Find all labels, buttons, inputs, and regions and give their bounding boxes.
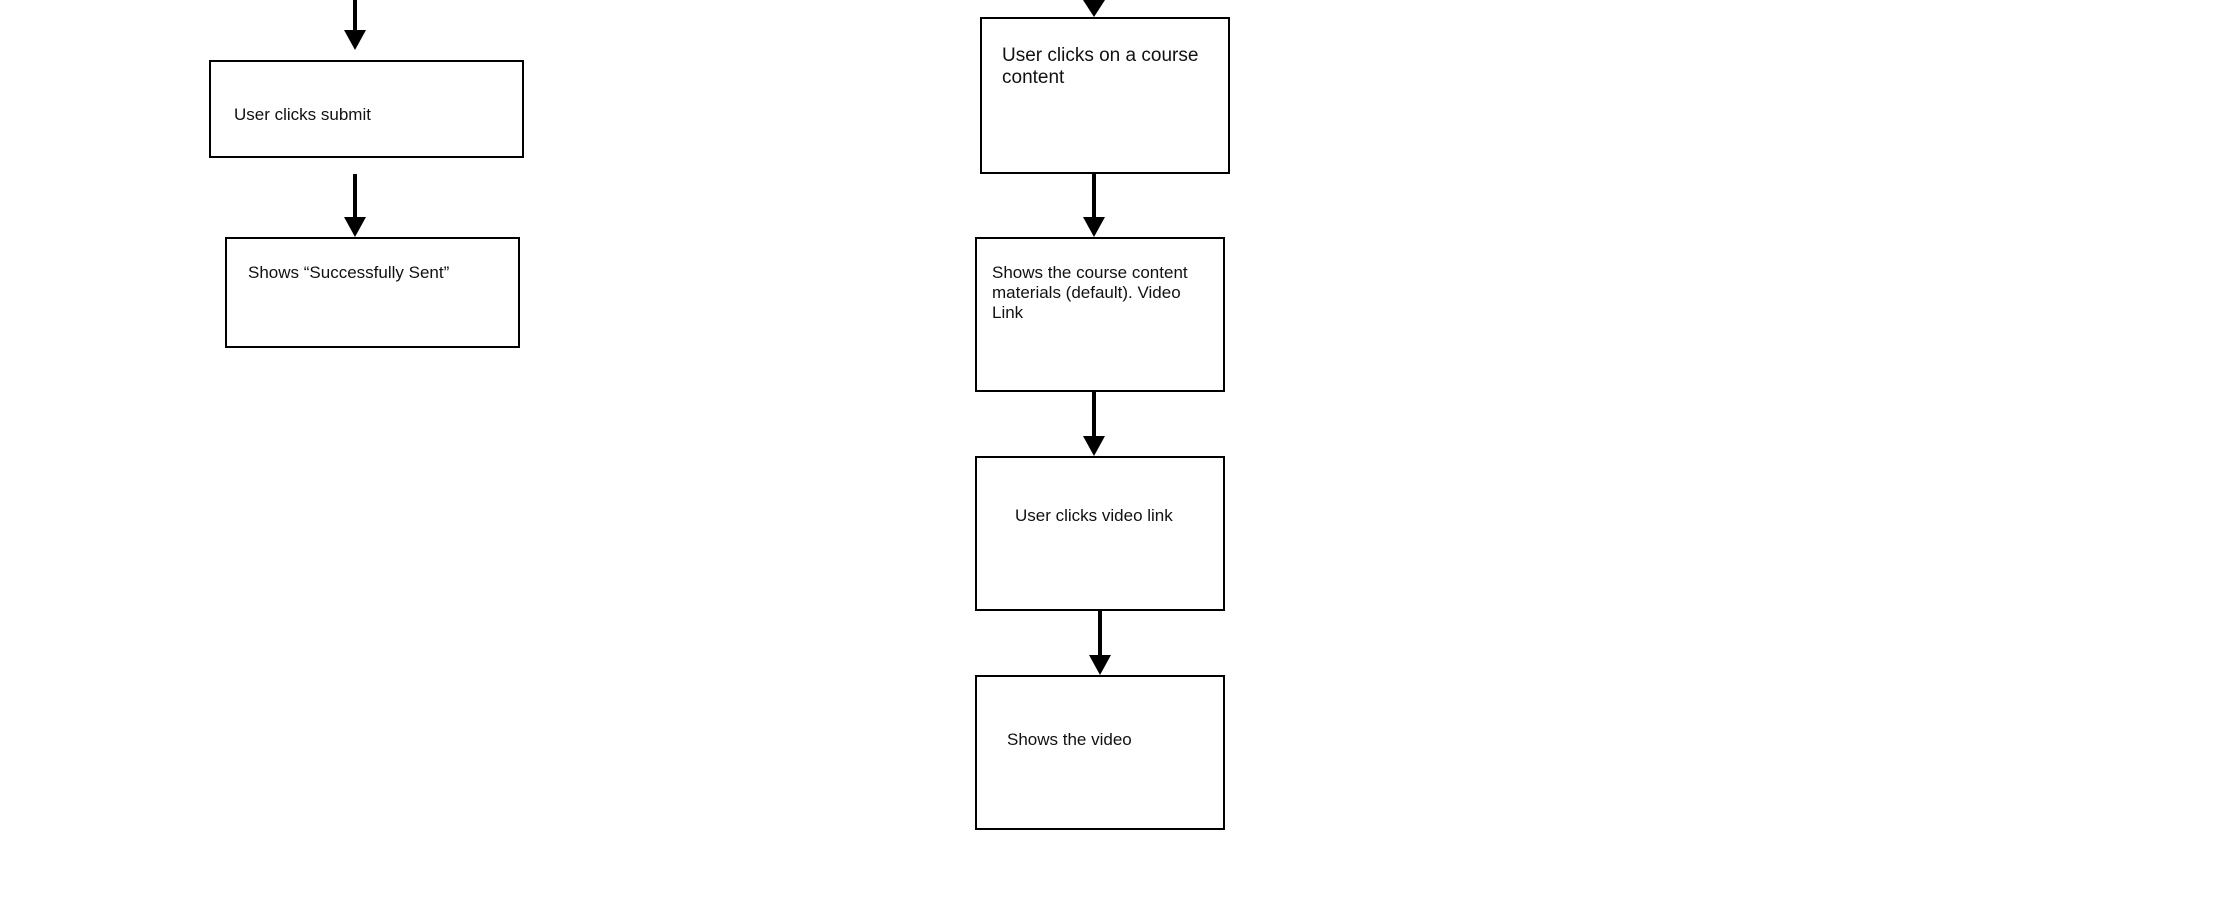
step-shows-course-materials: Shows the course content materials (defa… bbox=[975, 237, 1225, 392]
step-label: Shows the course content materials (defa… bbox=[992, 263, 1188, 322]
step-user-clicks-video-link: User clicks video link bbox=[975, 456, 1225, 611]
arrow-course-click-to-materials bbox=[1083, 173, 1105, 237]
step-label: Shows “Successfully Sent” bbox=[248, 263, 450, 282]
arrow-submit-to-success bbox=[344, 174, 366, 237]
left-incoming-arrow bbox=[344, 0, 366, 50]
step-user-clicks-course-content: User clicks on a course content bbox=[980, 17, 1230, 174]
step-label: Shows the video bbox=[1007, 730, 1132, 749]
arrow-materials-to-video-click bbox=[1083, 391, 1105, 456]
step-user-clicks-submit: User clicks submit bbox=[209, 60, 524, 158]
right-incoming-arrow bbox=[1083, 0, 1105, 17]
step-shows-the-video: Shows the video bbox=[975, 675, 1225, 830]
step-label: User clicks submit bbox=[234, 105, 371, 124]
step-label: User clicks on a course content bbox=[1002, 45, 1199, 88]
arrow-video-click-to-video bbox=[1089, 611, 1111, 675]
step-shows-successfully-sent: Shows “Successfully Sent” bbox=[225, 237, 520, 348]
step-label: User clicks video link bbox=[1015, 506, 1173, 525]
